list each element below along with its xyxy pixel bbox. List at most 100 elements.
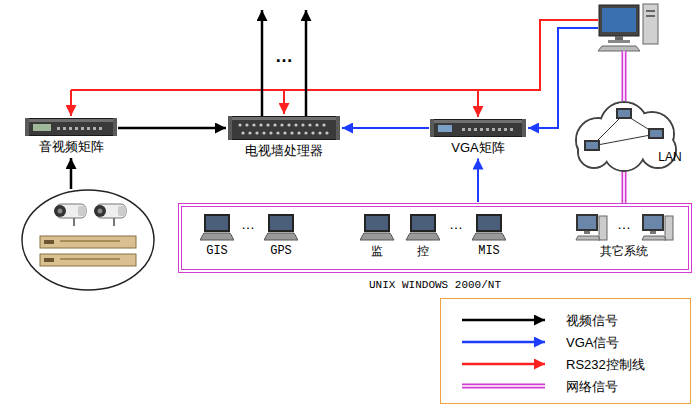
drawing-part [54,204,86,226]
port [311,131,314,134]
video-signal-arrow [118,127,226,130]
port [304,131,307,134]
drawing-part [602,8,636,32]
rack-body [229,117,340,140]
button [81,127,84,130]
gps-laptop: GPS [264,213,298,258]
drawing-part [615,36,623,40]
monitor-screen [578,216,596,229]
rack-icon [228,116,340,140]
legend-text: 网络信号 [566,378,618,396]
button [69,127,72,130]
rack-top [26,119,116,122]
drawing-part [94,205,106,217]
network-line [622,171,627,203]
port [252,123,255,126]
drawing-part [643,4,658,44]
laptop-base [360,233,394,240]
legend-sample [462,386,545,387]
stand [584,231,590,234]
legend-line [462,384,545,389]
node-label: MIS [478,244,500,258]
port [315,123,318,126]
display [33,124,51,131]
laptop-display [478,216,500,230]
drawing-part [646,10,655,12]
node-label: GIS [206,244,228,258]
ellipsis-mark: … [617,216,631,232]
lan-pc [584,140,600,151]
rack-ear [336,116,340,140]
drawing-part [623,51,625,101]
laptop-screen [204,214,230,232]
drawing-part [94,204,126,226]
port [318,131,321,134]
button [480,128,483,131]
drawing-part [305,10,308,116]
camera-group [22,158,154,290]
systems-band: UNIX WINDOWS 2000/NTGISGPS监控MIS其它系统 [178,203,692,273]
button [75,127,78,130]
drawing-part [40,236,136,248]
port [245,123,248,126]
port [266,123,269,126]
node-label: UNIX WINDOWS 2000/NT [369,279,501,292]
port [290,131,293,134]
button [498,128,501,131]
port [259,123,262,126]
mis-laptop: MIS [472,213,506,258]
desktop-icon [642,214,673,240]
laptop-screen [410,214,436,232]
connector-group [478,159,479,202]
port [280,123,283,126]
node-label: VGA矩阵 [451,140,504,156]
drawing-part [98,209,103,214]
port [262,131,265,134]
laptop-base [406,233,440,240]
node-label: 监控 [360,244,463,258]
drawing-part [608,40,630,43]
video-wall-processor: 电视墙处理器 [228,116,340,159]
connector-group [342,128,429,129]
node-label: 其它系统 [600,244,648,258]
node-label: LAN [658,150,681,164]
drawing-part [22,190,154,290]
drawing-part [78,206,86,216]
video-outputs [262,10,306,116]
legend-sample [462,364,545,365]
ellipsis-mark: … [449,216,463,232]
drawing-part [73,218,75,226]
display [438,125,452,132]
port [308,123,311,126]
vga-line [528,28,598,128]
legend-text: VGA信号 [566,334,619,352]
port [238,123,241,126]
laptop-screen [268,214,294,232]
drawing-part [118,206,126,216]
laptop-base [472,233,506,240]
node-label: 电视墙处理器 [245,143,323,159]
laptop-icon [200,213,234,241]
connector-group [624,171,625,203]
legend-arrow [462,319,545,322]
laptop-display [412,216,434,230]
lan-pc-screen [650,130,662,137]
lan-link [592,134,656,146]
legend-arrow [462,363,545,366]
port [301,123,304,126]
keyboard [642,236,666,240]
button [462,128,465,131]
lan-pc [616,108,632,119]
button [57,127,60,130]
keyboard [576,236,600,240]
port [297,131,300,134]
av-matrix-device: 音视频矩阵 [25,118,117,155]
node-label: 音视频矩阵 [39,139,104,155]
rs232-lines [71,20,598,117]
laptop-icon [472,214,506,240]
port [241,131,244,134]
legend-text: RS232控制线 [566,356,645,374]
rack-icon [430,119,526,137]
drawing-part [598,46,640,51]
port [248,131,251,134]
